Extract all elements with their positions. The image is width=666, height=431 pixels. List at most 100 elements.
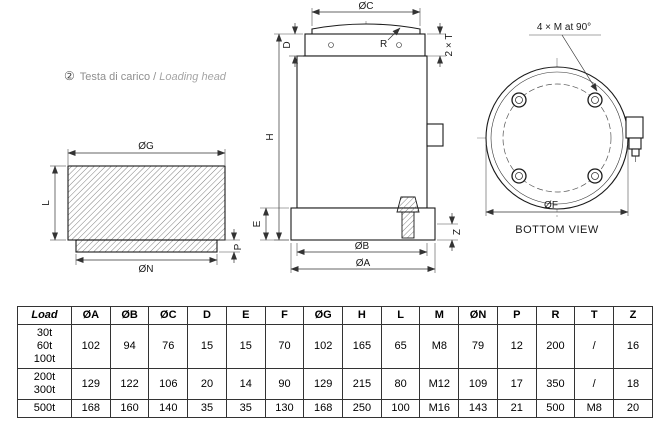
- dim-label-l: L: [41, 200, 52, 206]
- dim-p: P: [219, 229, 244, 263]
- dim-label-on: ØN: [139, 264, 154, 275]
- value-cell: 79: [458, 324, 498, 369]
- caption-separator: /: [150, 71, 160, 83]
- value-cell: M8: [574, 399, 615, 418]
- dim-label-two-t: 2 × T: [444, 34, 455, 57]
- bolt-hole-bottom-right: [587, 168, 603, 184]
- dim-z: Z: [437, 213, 463, 251]
- technical-drawing: ØG L P ØN: [41, 1, 644, 275]
- value-cell: /: [574, 324, 615, 369]
- loading-head-view: ØG L P ØN: [41, 141, 244, 275]
- value-cell: M16: [419, 399, 460, 418]
- table-header-cell: ØA: [71, 306, 111, 325]
- table-header-cell: ØC: [148, 306, 189, 325]
- dim-label-r: R: [380, 39, 387, 50]
- value-cell: 15: [225, 324, 266, 369]
- value-cell: 129: [303, 368, 344, 400]
- flange-screw-right: [396, 42, 402, 48]
- table-header-cell: L: [380, 306, 421, 325]
- value-cell: 100: [380, 399, 421, 418]
- value-cell: 18: [613, 368, 653, 400]
- bolt-circle: [502, 83, 612, 193]
- load-cell: 500t: [17, 399, 72, 418]
- figure-number: ②: [64, 69, 75, 83]
- dim-label-og: ØG: [138, 141, 154, 152]
- dim-l: L: [41, 165, 66, 241]
- table-header-cell: T: [574, 306, 615, 325]
- cable-connector: [625, 116, 644, 162]
- bolt-hole-bottom-left: [511, 168, 527, 184]
- dim-label-of: ØF: [544, 200, 558, 211]
- dim-of: ØF: [485, 144, 629, 216]
- value-cell: 20: [613, 399, 653, 418]
- dim-oc: ØC: [311, 1, 421, 26]
- dim-r: R: [380, 27, 401, 50]
- value-cell: 160: [109, 399, 150, 418]
- load-cell-dome: [311, 23, 421, 35]
- table-header-cell: P: [496, 306, 537, 325]
- load-cell-body: [296, 55, 428, 209]
- table-header-cell: ØB: [109, 306, 150, 325]
- value-cell: 21: [496, 399, 537, 418]
- value-cell: M8: [419, 324, 460, 369]
- table-header-cell: D: [187, 306, 227, 325]
- value-cell: 122: [109, 368, 150, 400]
- value-cell: 143: [458, 399, 498, 418]
- value-cell: 15: [187, 324, 227, 369]
- mounting-bolt-shaft: [401, 211, 415, 239]
- value-cell: 129: [71, 368, 111, 400]
- caption-english: Loading head: [159, 71, 226, 83]
- bottom-view-outer-circle: [485, 66, 629, 210]
- dim-label-h: H: [265, 133, 276, 140]
- bolt-note-label: 4 × M at 90°: [537, 22, 591, 33]
- value-cell: 102: [71, 324, 111, 369]
- table-header-cell: R: [535, 306, 576, 325]
- value-cell: 350: [535, 368, 576, 400]
- dim-e: E: [252, 207, 289, 241]
- dim-label-ob: ØB: [355, 241, 370, 252]
- dim-label-d: D: [282, 41, 293, 48]
- flange-screw-left: [328, 42, 334, 48]
- value-cell: 94: [109, 324, 150, 369]
- bottom-view-title: BOTTOM VIEW: [515, 224, 599, 236]
- value-cell: 35: [225, 399, 266, 418]
- dim-ob: ØB: [296, 241, 428, 256]
- bolt-note: 4 × M at 90°: [529, 22, 601, 92]
- table-header-cell: E: [225, 306, 266, 325]
- value-cell: 65: [380, 324, 421, 369]
- mounting-bolt-head: [396, 196, 420, 213]
- bolt-hole-top-right: [587, 92, 603, 108]
- dim-label-p: P: [233, 243, 244, 250]
- value-cell: 102: [303, 324, 344, 369]
- dim-on: ØN: [75, 254, 218, 275]
- table-header-cell: F: [264, 306, 305, 325]
- table-header-cell: H: [342, 306, 382, 325]
- dim-label-oa: ØA: [356, 258, 371, 269]
- load-cell-top-flange: [304, 33, 426, 57]
- value-cell: 200: [535, 324, 576, 369]
- dim-h: H: [265, 33, 289, 241]
- table-header-cell: ØG: [303, 306, 344, 325]
- value-cell: /: [574, 368, 615, 400]
- dim-label-oc: ØC: [359, 1, 374, 12]
- value-cell: 109: [458, 368, 498, 400]
- value-cell: 17: [496, 368, 537, 400]
- load-cell-side-view: ØC D R 2 × T: [252, 1, 463, 273]
- value-cell: 500: [535, 399, 576, 418]
- value-cell: 20: [187, 368, 227, 400]
- dim-label-e: E: [252, 220, 263, 227]
- table-header-cell: Z: [613, 306, 653, 325]
- bolt-hole-top-left: [511, 92, 527, 108]
- dim-two-t: 2 × T: [427, 23, 455, 67]
- value-cell: 76: [148, 324, 189, 369]
- dim-og: ØG: [67, 141, 226, 165]
- dim-oa: ØA: [290, 243, 436, 273]
- value-cell: 14: [225, 368, 266, 400]
- value-cell: 168: [71, 399, 111, 418]
